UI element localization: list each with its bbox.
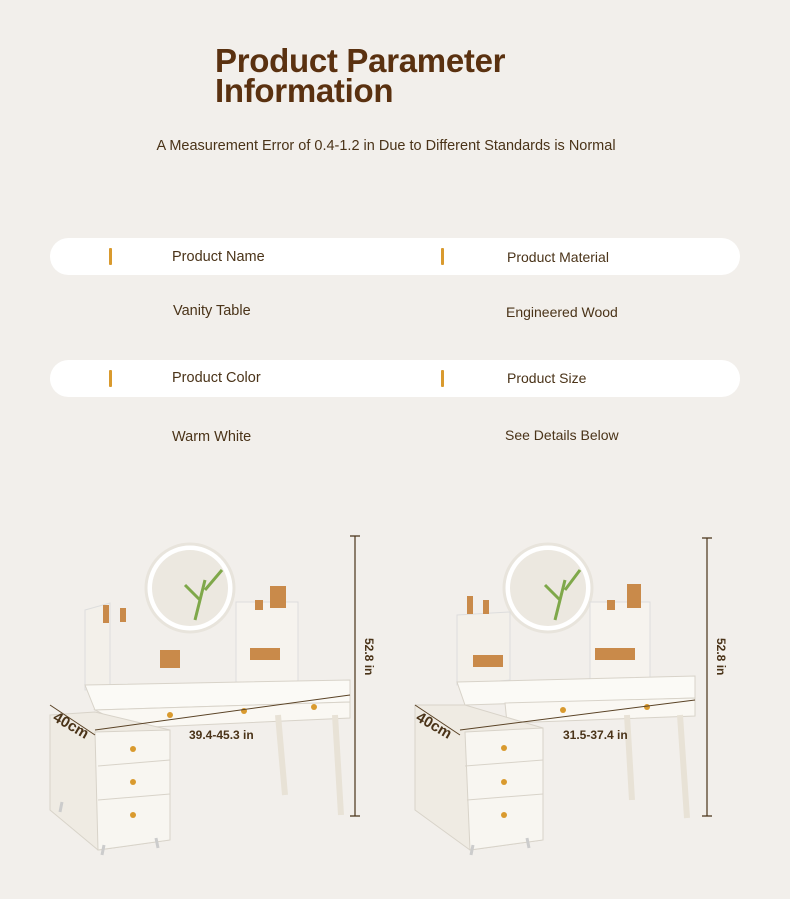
param-value-size: See Details Below xyxy=(505,427,619,443)
width-dimension: 31.5-37.4 in xyxy=(563,728,628,742)
param-label-name: Product Name xyxy=(172,249,265,265)
height-dimension: 52.8 in xyxy=(714,638,728,675)
param-header-row-1 xyxy=(50,238,740,275)
param-value-name: Vanity Table xyxy=(173,303,251,319)
vanity-table-image-1: 39.4-45.3 in 52.8 in 40cm xyxy=(49,535,376,856)
param-value-color: Warm White xyxy=(172,429,252,445)
title-line-2: Information xyxy=(215,72,394,109)
accent-bar xyxy=(109,248,112,265)
mirror xyxy=(502,542,594,634)
accent-bar xyxy=(109,370,112,387)
height-dimension: 52.8 in xyxy=(362,638,376,675)
param-label-material: Product Material xyxy=(507,249,609,265)
param-value-material: Engineered Wood xyxy=(506,304,618,320)
vanity-table-image-2: 31.5-37.4 in 52.8 in 40cm xyxy=(413,537,728,856)
title-line-1: Product Parameter xyxy=(215,42,506,79)
param-label-color: Product Color xyxy=(172,370,261,386)
mirror xyxy=(144,542,236,634)
width-dimension: 39.4-45.3 in xyxy=(189,728,254,742)
accent-bar xyxy=(441,370,444,387)
param-header-row-2 xyxy=(50,360,740,397)
accent-bar xyxy=(441,248,444,265)
page-title: Product Parameter Information xyxy=(215,42,506,109)
param-label-size: Product Size xyxy=(507,370,587,386)
measurement-note: A Measurement Error of 0.4-1.2 in Due to… xyxy=(156,138,616,154)
